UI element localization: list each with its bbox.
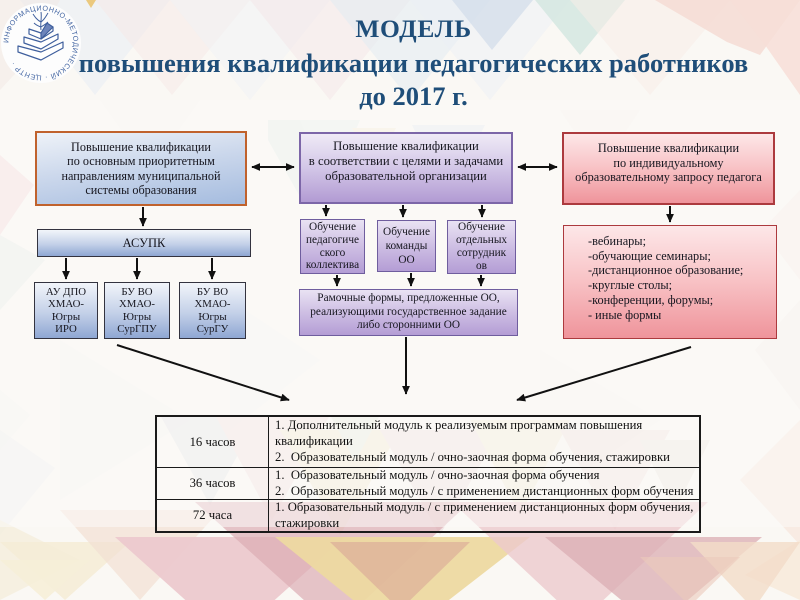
provider-line: Югры	[198, 310, 227, 323]
box-individual-line: по индивидуальному	[613, 155, 724, 170]
box-asupk: АСУПК	[37, 229, 251, 257]
box-organization-line: образовательной организации	[325, 169, 487, 183]
table-cell-hours: 36 часов	[157, 467, 269, 499]
forms-item: -вебинары;	[588, 234, 646, 248]
box-municipal-line: направлениям муниципальной	[61, 168, 221, 183]
box-training-collective: Обучение педагогиче ского коллектива	[300, 219, 365, 274]
table-line: 2. Образовательный модуль / с применение…	[275, 483, 694, 498]
table-line: 1. Образовательный модуль / очно-заочная…	[275, 467, 600, 482]
box-organization-goals: Повышение квалификации в соответствии с …	[299, 132, 513, 204]
training-line: команды	[385, 239, 428, 252]
provider-line: СурГУ	[196, 322, 229, 335]
asupk-label: АСУПК	[122, 235, 166, 250]
forms-item: -дистанционное образование;	[588, 263, 744, 278]
provider-line: БУ ВО	[196, 285, 229, 298]
provider-line: ХМАО-	[118, 298, 156, 311]
box-individual-request: Повышение квалификации по индивидуальном…	[562, 132, 775, 205]
hours-modules-table: 16 часов 1. Дополнительный модуль к реал…	[155, 415, 701, 533]
provider-line: Югры	[51, 310, 81, 323]
provider-line: СурГПУ	[117, 322, 157, 335]
table-line: 1. Образовательный модуль / с применение…	[275, 499, 694, 514]
table-cell-hours: 16 часов	[157, 417, 269, 467]
table-line: 2. Образовательный модуль / очно-заочная…	[275, 449, 670, 464]
provider-line: Югры	[122, 310, 152, 323]
provider-line: АУ ДПО	[45, 285, 87, 298]
box-individual-line: Повышение квалификации	[597, 141, 740, 155]
box-municipal-line: системы образования	[85, 182, 197, 197]
training-line: коллектива	[305, 259, 360, 272]
table-cell-desc: 1. Дополнительный модуль к реализуемым п…	[269, 417, 699, 467]
provider-line: ХМАО-	[194, 298, 231, 311]
training-line: ОО	[398, 254, 415, 267]
box-individual-line: образовательному запросу педагога	[575, 170, 762, 185]
box-municipal-priority: Повышение квалификации по основным приор…	[35, 131, 247, 206]
table-line: квалификации	[275, 434, 353, 449]
forms-item: -конференции, форумы;	[588, 292, 714, 307]
training-line: сотрудник	[456, 247, 507, 259]
box-municipal-line: Повышение квалификации	[71, 140, 211, 155]
box-training-individual-staff: Обучение отдельных сотрудник ов	[447, 220, 516, 274]
box-provider-iro: АУ ДПО ХМАО- Югры ИРО	[34, 282, 98, 339]
box-forms-list: -вебинары; -обучающие семинары; -дистанц…	[563, 225, 777, 339]
provider-line: ХМАО-	[47, 298, 85, 311]
box-provider-surgu: БУ ВО ХМАО- Югры СурГУ	[179, 282, 246, 339]
box-municipal-line: по основным приоритетным	[67, 154, 215, 169]
box-provider-surgpu: БУ ВО ХМАО- Югры СурГПУ	[104, 282, 170, 339]
provider-line: ИРО	[55, 322, 77, 335]
forms-item: -обучающие семинары;	[588, 248, 711, 263]
table-line: стажировки	[275, 515, 340, 530]
title-line-2: повышения квалификации педагогических ра…	[78, 48, 749, 78]
logo-imc: ИНФОРМАЦИОННО-МЕТОДИЧЕСКИЙ · ЦЕНТР ·	[1, 3, 81, 83]
training-line: ов	[476, 259, 487, 272]
training-line: отдельных	[455, 234, 508, 247]
title-line-3: до 2017 г.	[359, 81, 468, 111]
table-line: 1. Дополнительный модуль к реализуемым п…	[275, 418, 643, 433]
table-cell-hours: 72 часа	[157, 499, 269, 531]
box-organization-line: в соответствии с целями и задачами	[308, 154, 504, 168]
frame-line: либо сторонними ОО	[356, 319, 461, 332]
box-frame-forms: Рамочные формы, предложенные ОО, реализу…	[299, 289, 518, 336]
training-line: Обучение	[309, 220, 356, 233]
provider-line: БУ ВО	[121, 285, 153, 298]
forms-item: -круглые столы;	[588, 278, 673, 293]
box-organization-line: Повышение квалификации	[333, 139, 479, 153]
table-cell-desc: 1. Образовательный модуль / с применение…	[269, 499, 699, 531]
frame-line: реализующими государственное задание	[310, 305, 507, 318]
training-line: Обучение	[458, 221, 505, 234]
frame-line: Рамочные формы, предложенные ОО,	[317, 292, 500, 305]
training-line: Обучение	[383, 225, 430, 238]
forms-item: - иные формы	[588, 307, 662, 322]
box-training-team: Обучение команды ОО	[377, 220, 436, 272]
training-line: педагогиче	[305, 233, 360, 246]
training-line: ского	[319, 246, 346, 259]
slide-title: МОДЕЛЬ повышения квалификации педагогиче…	[27, 12, 800, 112]
table-cell-desc: 1. Образовательный модуль / очно-заочная…	[269, 467, 699, 499]
title-line-1: МОДЕЛЬ	[355, 14, 472, 43]
